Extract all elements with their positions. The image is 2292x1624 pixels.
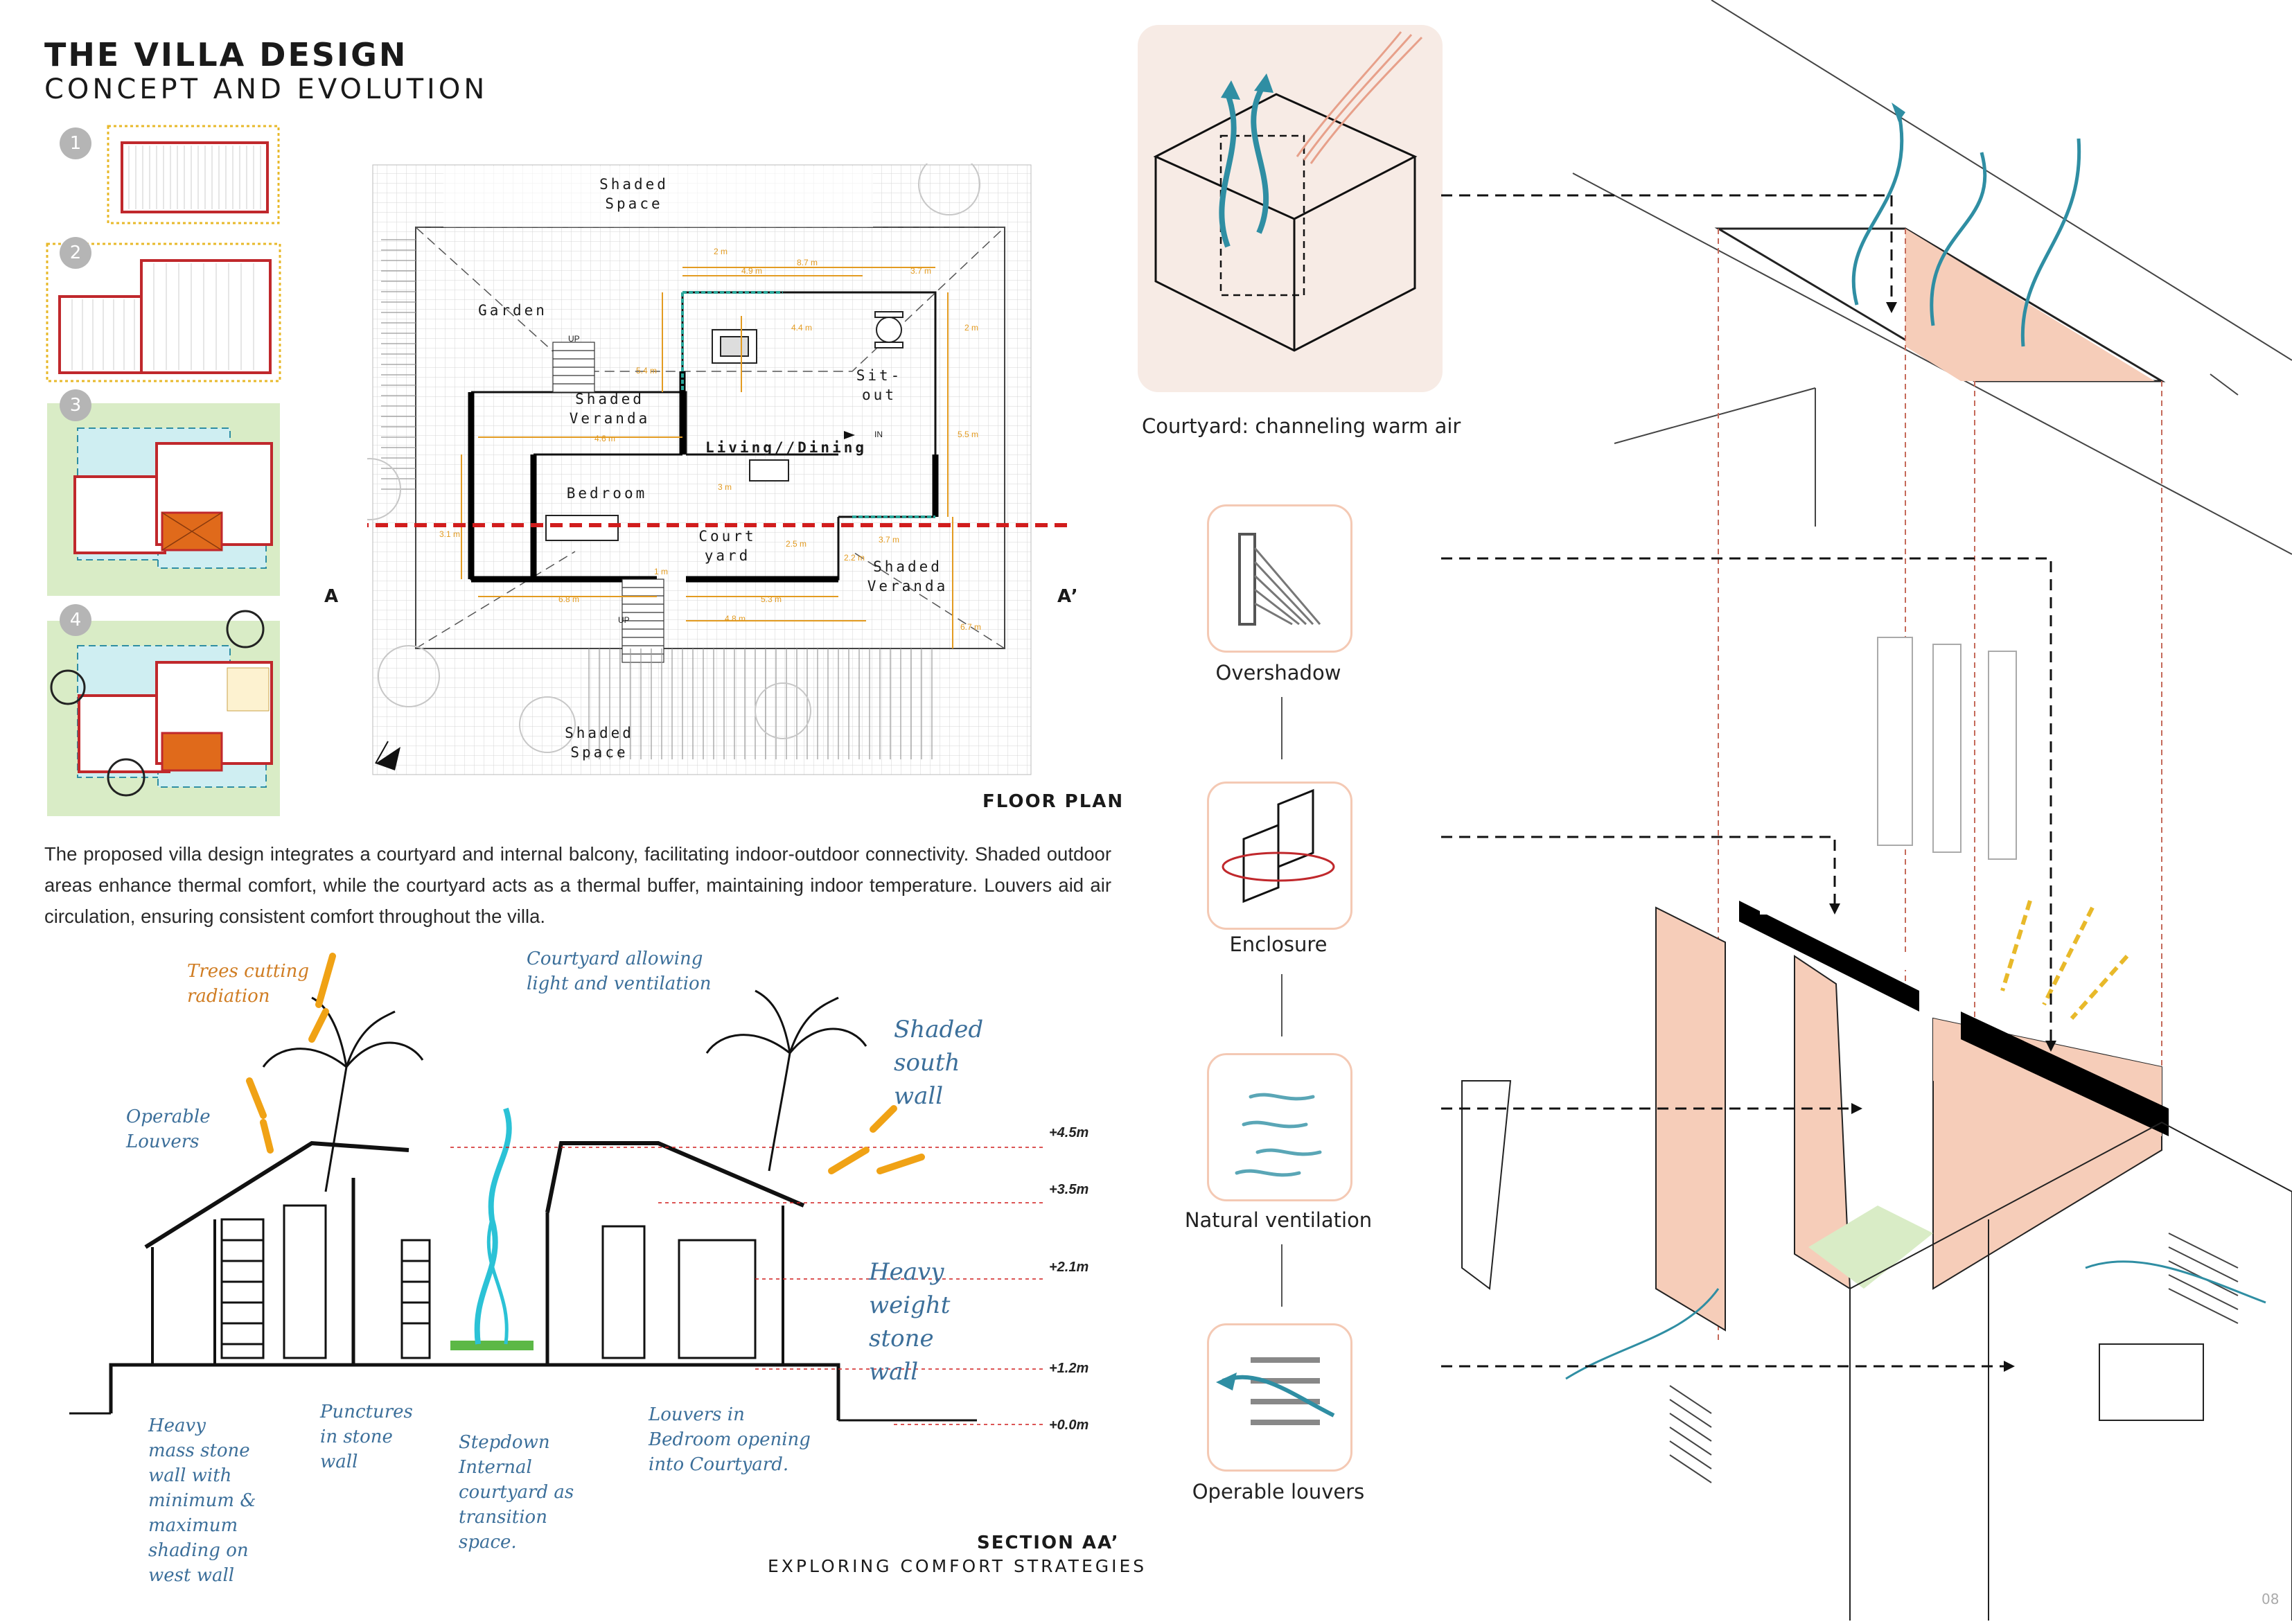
dim-8: 5.5 m (958, 430, 979, 439)
in-label: IN (874, 430, 883, 439)
connector-arrows (1441, 194, 2056, 1372)
dim-16: 6.8 m (558, 594, 580, 604)
dim-3: 8.7 m (797, 258, 818, 267)
floor-plan-caption: FLOOR PLAN (982, 791, 1125, 812)
section-mark-a: A (324, 586, 340, 607)
label-enclosure: Enclosure (1229, 933, 1328, 956)
dim-6: 2 m (964, 323, 979, 333)
dim-10: 3 m (718, 482, 732, 492)
dim-2: 4.9 m (741, 266, 763, 276)
label-shaded-space-top: Shaded Space (599, 176, 669, 212)
overshadow-icon (1238, 533, 1321, 626)
label-courtyard: Court yard (698, 528, 757, 564)
card-operable-louvers (1207, 1323, 1352, 1472)
description-paragraph: The proposed villa design integrates a c… (44, 843, 1111, 927)
dim-17: 5.3 m (761, 594, 782, 604)
annotation-louvers-bedroom: Louvers in Bedroom opening into Courtyar… (649, 1404, 811, 1475)
label-living-dining: Living//Dining (705, 439, 867, 456)
level-0-0: +0.0m (1049, 1418, 1089, 1433)
step-badge-3: 3 (60, 389, 91, 421)
dim-4: 3.7 m (910, 266, 932, 276)
annotation-heavy-weight: Heavy weight stone wall (869, 1258, 951, 1386)
dim-14: 3.7 m (879, 535, 900, 545)
up-label-1: UP (568, 334, 580, 344)
page-number: 08 (2262, 1591, 2280, 1607)
annotation-trees: Trees cutting radiation (187, 961, 310, 1007)
section-subtitle: EXPLORING COMFORT STRATEGIES (768, 1556, 1147, 1576)
section-title: SECTION AA’ (977, 1533, 1120, 1553)
page-title: THE VILLA DESIGN (44, 36, 408, 73)
evolution-step-3 (47, 403, 280, 596)
page-subtitle: CONCEPT AND EVOLUTION (44, 73, 488, 105)
section-drawing (69, 953, 1046, 1425)
level-4-5: +4.5m (1049, 1125, 1089, 1140)
annotation-punctures: Punctures in stone wall (320, 1402, 413, 1472)
enclosure-icon (1222, 788, 1335, 903)
evolution-step-4 (47, 610, 280, 816)
axonometric-drawing (1461, 0, 2292, 1621)
label-shaded-veranda-right: Shaded Veranda (867, 558, 949, 594)
label-operable-louvers: Operable louvers (1192, 1480, 1365, 1503)
step-badge-2: 2 (60, 237, 91, 269)
dim-11: 3.1 m (439, 529, 461, 539)
ventilation-icon (1235, 1093, 1322, 1177)
courtyard-caption: Courtyard: channeling warm air (1142, 414, 1461, 438)
label-shaded-space-bottom: Shaded Space (565, 725, 634, 761)
label-overshadow: Overshadow (1215, 661, 1341, 685)
dim-18: 4.8 m (725, 614, 746, 624)
level-2-1: +2.1m (1049, 1260, 1089, 1275)
card-connectors (1281, 697, 1282, 1307)
step-badge-1: 1 (60, 127, 91, 159)
annotation-heavy-mass: Heavy mass stone wall with minimum & max… (148, 1415, 256, 1586)
card-enclosure (1207, 782, 1352, 930)
annotation-operable: Operable Louvers (126, 1106, 211, 1152)
dim-19: 6.7 m (960, 622, 982, 632)
label-garden: Garden (478, 302, 547, 319)
floor-plan (298, 153, 1116, 780)
up-label-2: UP (618, 615, 630, 625)
label-shaded-veranda-left: Shaded Veranda (569, 391, 651, 427)
evolution-column (44, 125, 287, 818)
evolution-step-1 (107, 125, 280, 224)
level-3-5: +3.5m (1049, 1182, 1089, 1197)
evolution-diagrams (46, 125, 281, 816)
dim-7: 5.4 m (636, 366, 658, 376)
louvers-icon (1216, 1357, 1335, 1425)
dim-5: 4.4 m (791, 323, 813, 333)
label-sit-out: Sit-out (856, 367, 903, 403)
dim-1: 2 m (714, 247, 728, 256)
card-overshadow (1207, 504, 1352, 653)
section-mark-a-prime: A’ (1057, 586, 1079, 607)
axonometric-view (1448, 0, 2292, 1621)
label-bedroom: Bedroom (566, 485, 648, 502)
section-sketch (62, 942, 1122, 1587)
annotation-shaded-south: Shaded south wall (894, 1016, 984, 1110)
evolution-step-2 (46, 242, 281, 382)
dim-9: 4.6 m (594, 434, 616, 443)
step-badge-4: 4 (60, 604, 91, 636)
label-natural-ventilation: Natural ventilation (1184, 1208, 1373, 1232)
annotation-stepdown: Stepdown Internal courtyard as transitio… (459, 1432, 574, 1553)
annotation-courtyard: Courtyard allowing light and ventilation (527, 948, 712, 994)
level-1-2: +1.2m (1049, 1361, 1089, 1376)
courtyard-card (1138, 25, 1443, 392)
floor-plan-drawing (298, 153, 1067, 775)
dim-13: 2.2 m (844, 553, 865, 563)
dim-12: 2.5 m (786, 539, 807, 549)
dim-15: 1 m (654, 567, 669, 576)
card-natural-ventilation (1207, 1053, 1352, 1201)
courtyard-box-drawing (1153, 31, 1423, 352)
